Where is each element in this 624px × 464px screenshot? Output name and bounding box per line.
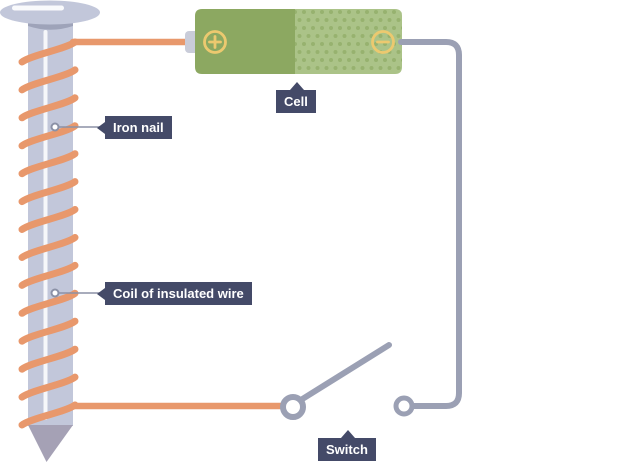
coil-turn — [18, 150, 79, 178]
cell — [185, 9, 402, 74]
nail-head-highlight — [12, 5, 64, 11]
coil-turn — [18, 66, 79, 94]
iron-nail-label: Iron nail — [97, 116, 172, 139]
coil-turn — [18, 206, 79, 233]
nail-shaft-highlight — [43, 30, 48, 420]
coil-turn — [18, 373, 79, 401]
cell-label-text: Cell — [284, 94, 308, 109]
coil-label: Coil of insulated wire — [97, 282, 252, 305]
label-pointer-up-icon — [341, 430, 355, 438]
coil-turn — [18, 234, 79, 261]
label-pointer-left-icon — [97, 287, 105, 300]
cell-label: Cell — [276, 82, 316, 113]
label-pointer-up-icon — [290, 82, 304, 90]
coil-turn — [18, 38, 79, 66]
switch-contact-left — [280, 394, 306, 420]
iron-nail-marker-dot — [50, 122, 60, 132]
cell-body-positive-half — [195, 9, 295, 74]
switch-lever — [293, 342, 392, 406]
cell-dot-pattern — [295, 9, 402, 74]
coil-turn — [18, 317, 79, 345]
label-pointer-left-icon — [97, 121, 105, 134]
wire-cell-to-switch — [398, 39, 462, 409]
coil-turn — [18, 261, 79, 289]
nail-tip — [28, 425, 73, 462]
coil-turn — [18, 345, 79, 373]
iron-nail — [0, 0, 100, 462]
minus-circle-icon — [371, 30, 395, 54]
iron-nail-label-text: Iron nail — [113, 120, 164, 135]
switch — [280, 342, 415, 420]
coil-turn — [18, 178, 79, 206]
switch-label: Switch — [318, 430, 376, 461]
switch-contact-right — [393, 395, 415, 417]
coil-label-text: Coil of insulated wire — [113, 286, 244, 301]
coil-of-wire — [18, 38, 79, 429]
coil-turn — [18, 94, 79, 122]
coil-marker-dot — [50, 288, 60, 298]
switch-label-text: Switch — [326, 442, 368, 457]
coil-turn — [18, 401, 79, 429]
plus-circle-icon — [203, 30, 227, 54]
nail-head — [0, 0, 100, 25]
coil-turn — [18, 289, 79, 317]
